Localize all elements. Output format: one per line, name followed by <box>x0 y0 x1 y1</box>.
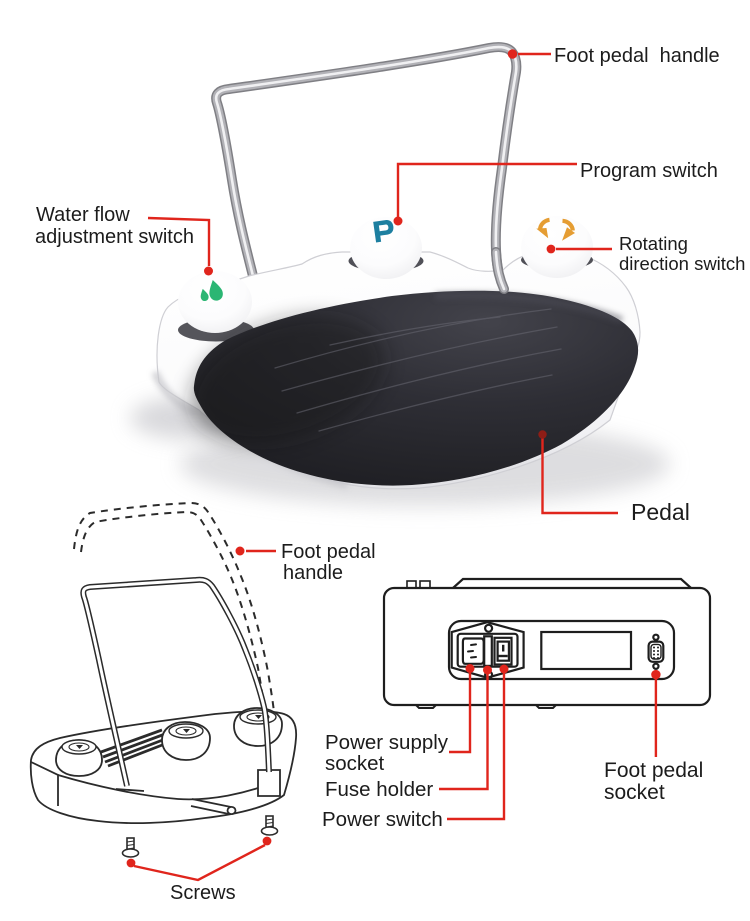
svg-text:Foot pedal: Foot pedal <box>604 759 703 782</box>
svg-text:direction switch: direction switch <box>619 253 745 274</box>
svg-text:Power supply: Power supply <box>325 731 449 754</box>
svg-text:Screws: Screws <box>170 882 236 904</box>
svg-text:socket: socket <box>604 781 665 804</box>
svg-text:socket: socket <box>325 752 385 775</box>
svg-text:Fuse holder: Fuse holder <box>325 778 433 801</box>
svg-text:Foot pedal handle: Foot pedal handle <box>554 45 720 67</box>
svg-text:adjustment switch: adjustment switch <box>35 226 194 248</box>
svg-text:handle: handle <box>283 562 343 584</box>
svg-text:Program switch: Program switch <box>580 160 718 182</box>
svg-text:Pedal: Pedal <box>631 499 690 525</box>
svg-text:Rotating: Rotating <box>619 233 688 254</box>
svg-text:Water flow: Water flow <box>36 204 130 226</box>
svg-text:Power switch: Power switch <box>322 808 443 831</box>
svg-text:Foot pedal: Foot pedal <box>281 541 376 563</box>
